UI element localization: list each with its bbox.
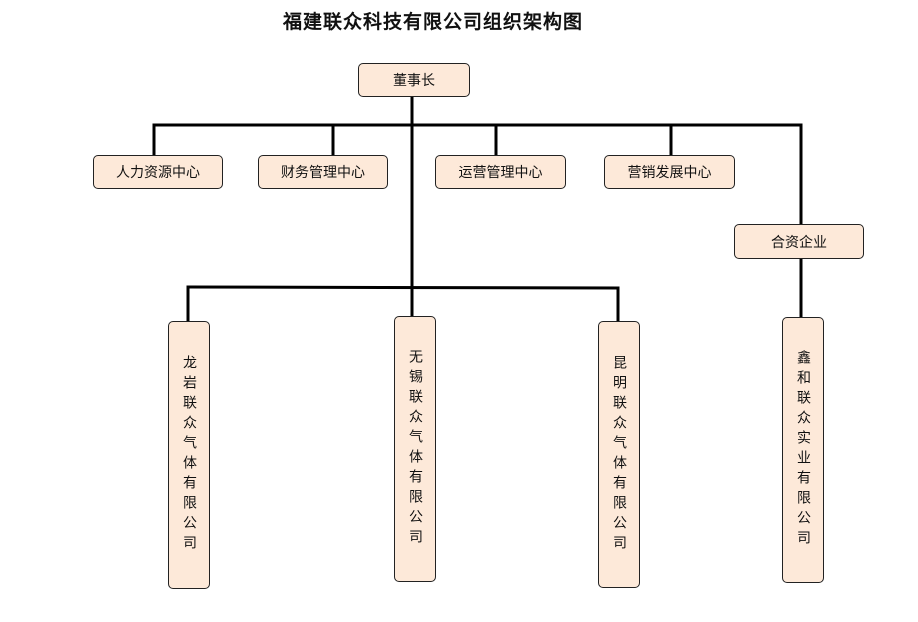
department-node-hr: 人力资源中心: [93, 155, 223, 189]
subsidiary-node-kunming: 昆明联众气体有限公司: [598, 321, 640, 588]
chart-title: 福建联众科技有限公司组织架构图: [282, 11, 583, 33]
jv-company-node-xinhe: 鑫和联众实业有限公司: [782, 317, 824, 583]
department-node-marketing: 营销发展中心: [604, 155, 735, 189]
subsidiary-bus: [186, 285, 620, 290]
subsidiary-node-wuxi: 无锡联众气体有限公司: [394, 316, 436, 582]
subsidiary-node-longyan: 龙岩联众气体有限公司: [168, 321, 210, 589]
department-node-operations: 运营管理中心: [435, 155, 566, 189]
joint-venture-node: 合资企业: [734, 224, 864, 259]
department-node-finance: 财务管理中心: [258, 155, 388, 189]
chairman-node: 董事长: [358, 63, 470, 97]
